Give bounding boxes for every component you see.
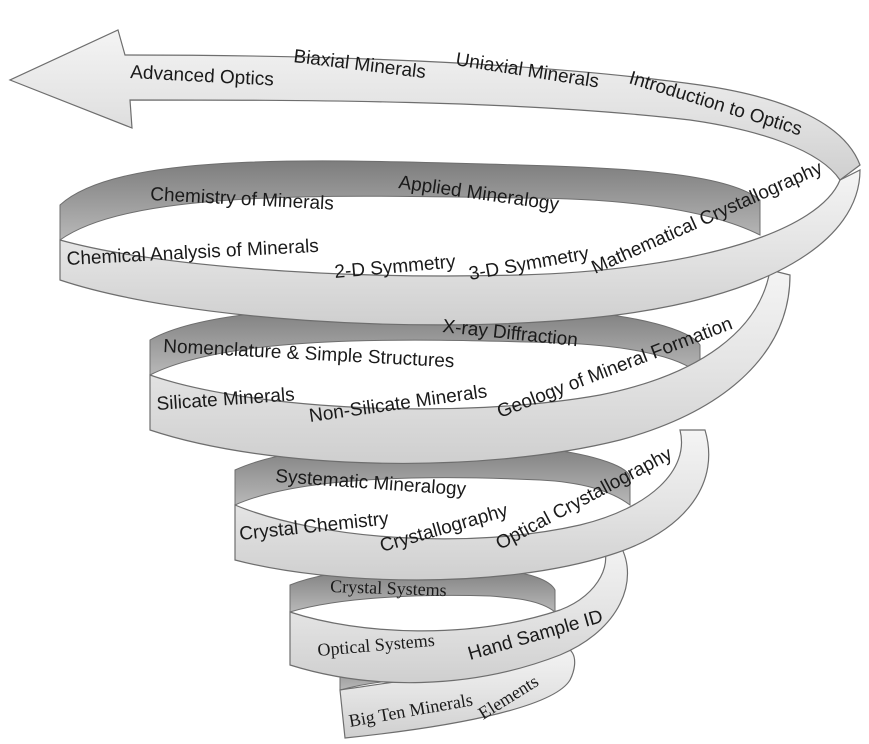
front-turn-4 [149,269,791,465]
front-turn-5 [59,169,861,326]
ribbon-front-faces [8,29,861,739]
back-turn-5 [59,160,761,241]
front-top-arrow-band [8,29,861,181]
label-crystal-systems: Crystal Systems [330,576,447,600]
front-turn-3 [234,429,710,581]
